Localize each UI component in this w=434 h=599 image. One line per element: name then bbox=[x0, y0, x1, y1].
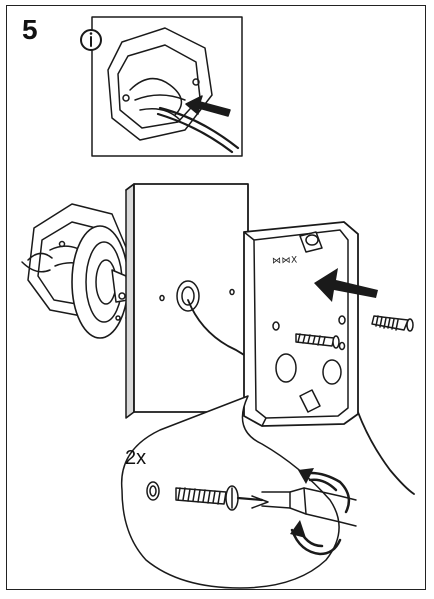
info-inset bbox=[80, 16, 243, 157]
wall-junction-box bbox=[21, 203, 131, 339]
screw-middle bbox=[295, 333, 340, 349]
rotate-clockwise-icon bbox=[290, 468, 351, 556]
insertion-arrow bbox=[314, 268, 378, 302]
arrow-left-icon bbox=[185, 95, 231, 117]
screw-top bbox=[371, 315, 414, 332]
step-number: 5 bbox=[22, 14, 38, 45]
screw-quantity-label: 2x bbox=[125, 447, 147, 469]
brand-mark: ⋈⋈X bbox=[271, 255, 298, 267]
instruction-frame bbox=[6, 5, 426, 590]
fixture-back-plate bbox=[243, 221, 359, 427]
info-icon bbox=[80, 29, 102, 51]
wall-plate bbox=[125, 183, 249, 419]
detail-callout bbox=[120, 395, 357, 589]
